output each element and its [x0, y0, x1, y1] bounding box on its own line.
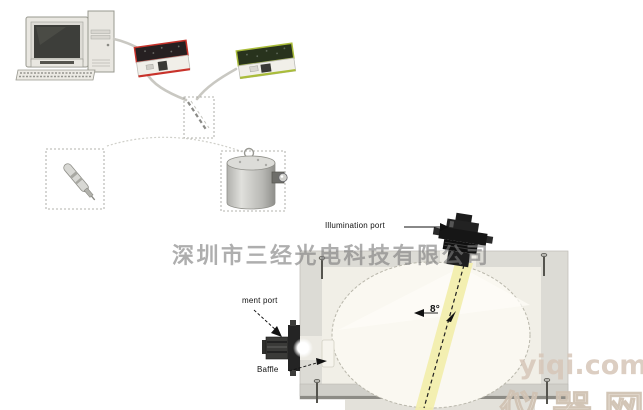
integrating-sphere-small: [226, 147, 288, 210]
accessory-connection-line: [106, 136, 244, 153]
monitor: [25, 16, 89, 68]
reflection-probe: [63, 163, 96, 201]
site-name-watermark: 仪器网: [499, 378, 643, 410]
company-watermark: 深圳市三经光电科技有限公司: [172, 244, 491, 269]
measurement-port-connector: [262, 320, 313, 376]
sphere-cross-section: [253, 212, 569, 410]
spectrometer-green: [235, 42, 297, 80]
baffle-label: Baffle: [257, 365, 279, 374]
computer-illustration: [15, 10, 115, 81]
housing-screws: [313, 252, 551, 404]
light-beam: [415, 263, 473, 410]
pc-tower: [87, 10, 115, 73]
spectrometer-red: [133, 39, 191, 78]
beam-angle-label: 8°: [430, 304, 440, 315]
annotation-leaders: [253, 223, 456, 372]
fiber-junction-box: [183, 96, 215, 139]
keyboard: [15, 69, 96, 81]
illumination-port-label: Illumination port: [325, 221, 385, 230]
integrating-sphere-box: [220, 147, 288, 212]
measurement-port-label: ment port: [242, 296, 278, 305]
site-domain-watermark: yiqi.com: [519, 350, 643, 381]
illumination-port-connector: [432, 212, 494, 268]
baffle-element: [321, 339, 335, 368]
reflection-probe-box: [45, 148, 105, 210]
